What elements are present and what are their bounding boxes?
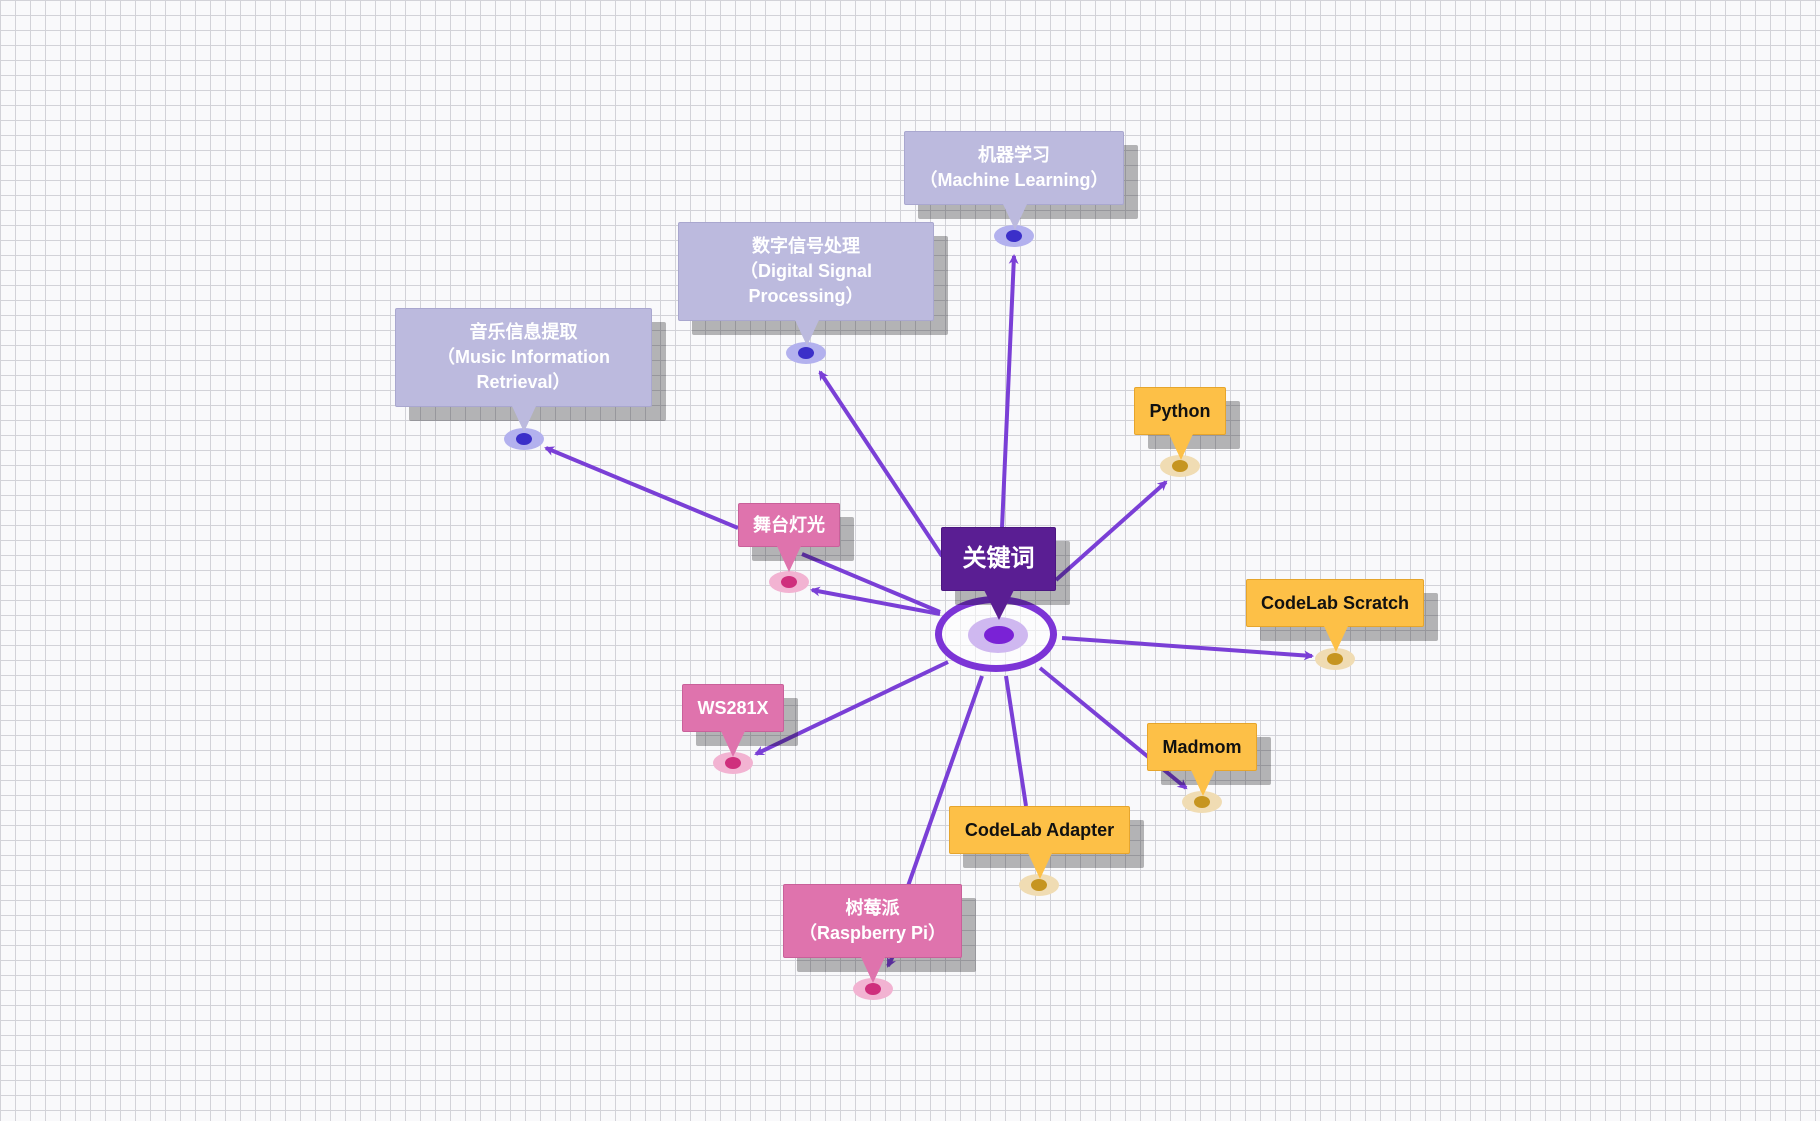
edge-to-ml xyxy=(1000,254,1019,529)
edge-to-ws xyxy=(754,660,949,756)
node-rpi-line1: 树莓派 xyxy=(845,898,900,918)
node-scratch-line1: CodeLab Scratch xyxy=(1260,592,1410,613)
edge-to-stage xyxy=(810,586,941,616)
edge-to-scratch xyxy=(1061,636,1314,661)
pin-dot xyxy=(1006,230,1022,242)
node-ml-line1: 机器学习 xyxy=(978,145,1050,165)
node-ws-tail xyxy=(721,731,745,757)
node-codelab-adapter[interactable]: CodeLab Adapter xyxy=(949,806,1130,879)
node-raspberry-pi[interactable]: 树莓派 （Raspberry Pi） xyxy=(783,884,962,983)
stage-anchor-pin xyxy=(769,571,809,593)
edge-to-adapter xyxy=(1004,675,1028,807)
node-codelab-scratch[interactable]: CodeLab Scratch xyxy=(1246,579,1424,652)
adapter-anchor-pin xyxy=(1019,874,1059,896)
pin-dot xyxy=(725,757,741,769)
edge-to-rpi xyxy=(906,675,984,887)
ws-anchor-pin xyxy=(713,752,753,774)
node-mir-line1: 音乐信息提取 xyxy=(469,322,578,342)
node-adapter-tail xyxy=(1028,853,1052,879)
pin-dot xyxy=(516,433,532,445)
pin-dot xyxy=(1327,653,1343,665)
node-rpi-line2: （Raspberry Pi） xyxy=(798,923,947,943)
node-dsp-line2: （Digital Signal xyxy=(739,261,872,281)
node-stage-lighting[interactable]: 舞台灯光 xyxy=(738,503,840,572)
node-machine-learning[interactable]: 机器学习 （Machine Learning） xyxy=(904,131,1124,230)
edge-to-mir-lower xyxy=(801,552,941,614)
center-anchor-dot xyxy=(984,626,1014,644)
node-adapter-line1: CodeLab Adapter xyxy=(964,819,1115,840)
node-mir-tail xyxy=(512,406,536,432)
node-stage-tail xyxy=(777,546,801,572)
node-scratch-tail xyxy=(1324,626,1348,652)
center-node[interactable]: 关键词 xyxy=(941,527,1056,620)
node-ws-line1: WS281X xyxy=(697,697,769,718)
node-python[interactable]: Python xyxy=(1134,387,1226,460)
node-ws281x[interactable]: WS281X xyxy=(682,684,784,757)
node-rpi-tail xyxy=(861,957,885,983)
scratch-anchor-pin xyxy=(1315,648,1355,670)
edge-to-dsp xyxy=(818,370,944,558)
node-dsp-line1: 数字信号处理 xyxy=(752,236,860,256)
node-python-tail xyxy=(1169,434,1193,460)
node-mir-line3: Retrieval） xyxy=(476,372,571,392)
node-stage-line1: 舞台灯光 xyxy=(753,514,825,535)
node-mir-line2: （Music Information xyxy=(436,347,610,367)
node-dsp-line3: Processing） xyxy=(748,286,864,306)
pin-dot xyxy=(781,576,797,588)
center-node-tail xyxy=(984,590,1014,620)
pin-dot xyxy=(865,983,881,995)
node-madmom-tail xyxy=(1191,770,1215,796)
node-music-information-retrieval[interactable]: 音乐信息提取 （Music Information Retrieval） xyxy=(395,308,652,432)
node-python-line1: Python xyxy=(1149,400,1211,421)
pin-dot xyxy=(1194,796,1210,808)
dsp-anchor-pin xyxy=(786,342,826,364)
center-node-label: 关键词 xyxy=(962,545,1035,572)
ml-anchor-pin xyxy=(994,225,1034,247)
mir-anchor-pin xyxy=(504,428,544,450)
node-madmom[interactable]: Madmom xyxy=(1147,723,1257,796)
python-anchor-pin xyxy=(1160,455,1200,477)
node-ml-line2: （Machine Learning） xyxy=(919,170,1109,190)
node-ml-tail xyxy=(1003,204,1027,230)
pin-dot xyxy=(1172,460,1188,472)
rpi-anchor-pin xyxy=(853,978,893,1000)
pin-dot xyxy=(798,347,814,359)
pin-dot xyxy=(1031,879,1047,891)
edge-to-mir xyxy=(544,446,739,530)
node-dsp-tail xyxy=(795,320,819,346)
madmom-anchor-pin xyxy=(1182,791,1222,813)
node-digital-signal-processing[interactable]: 数字信号处理 （Digital Signal Processing） xyxy=(678,222,934,346)
node-madmom-line1: Madmom xyxy=(1162,736,1242,757)
edge-to-python xyxy=(1054,480,1168,582)
